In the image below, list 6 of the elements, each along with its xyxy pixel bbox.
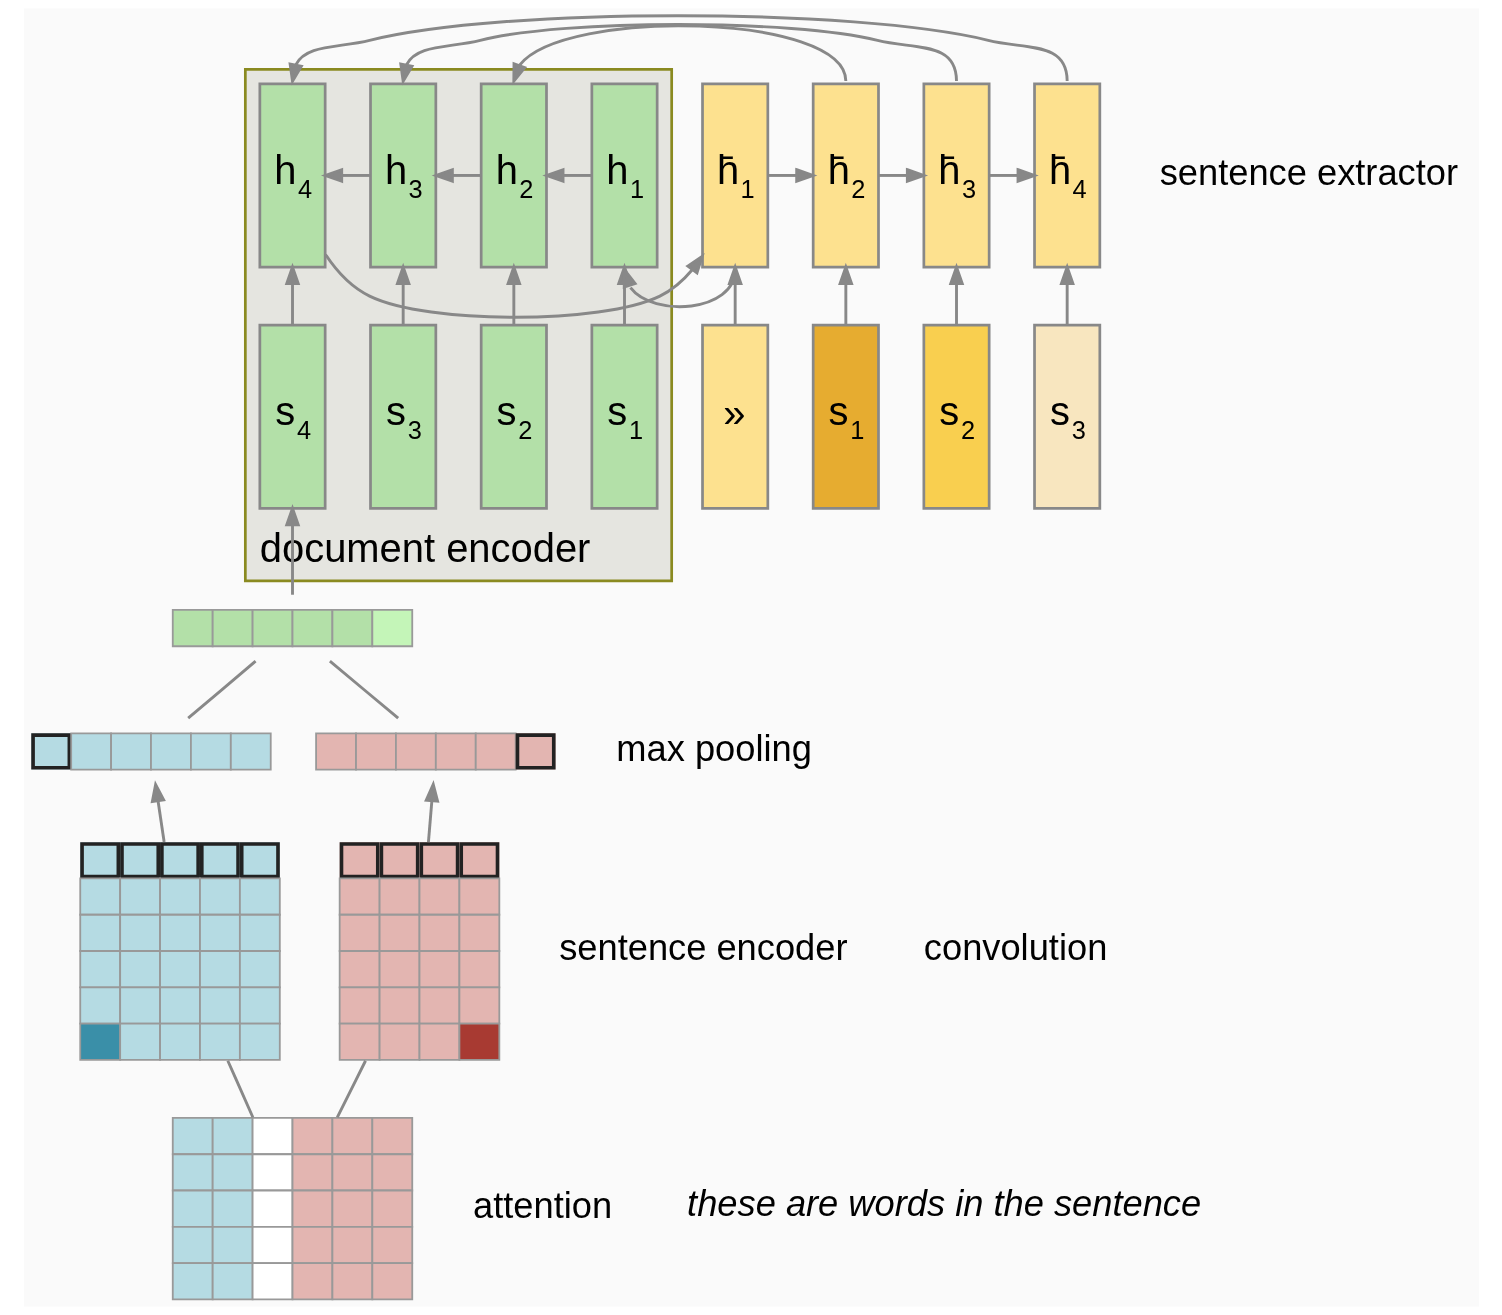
label: max pooling [615, 727, 812, 769]
label: sentence encoder [558, 927, 848, 969]
label: attention [472, 1184, 612, 1226]
label: convolution [923, 927, 1107, 969]
label: these are words in the sentence [686, 1182, 1201, 1224]
label: sentence extractor [1159, 151, 1458, 193]
